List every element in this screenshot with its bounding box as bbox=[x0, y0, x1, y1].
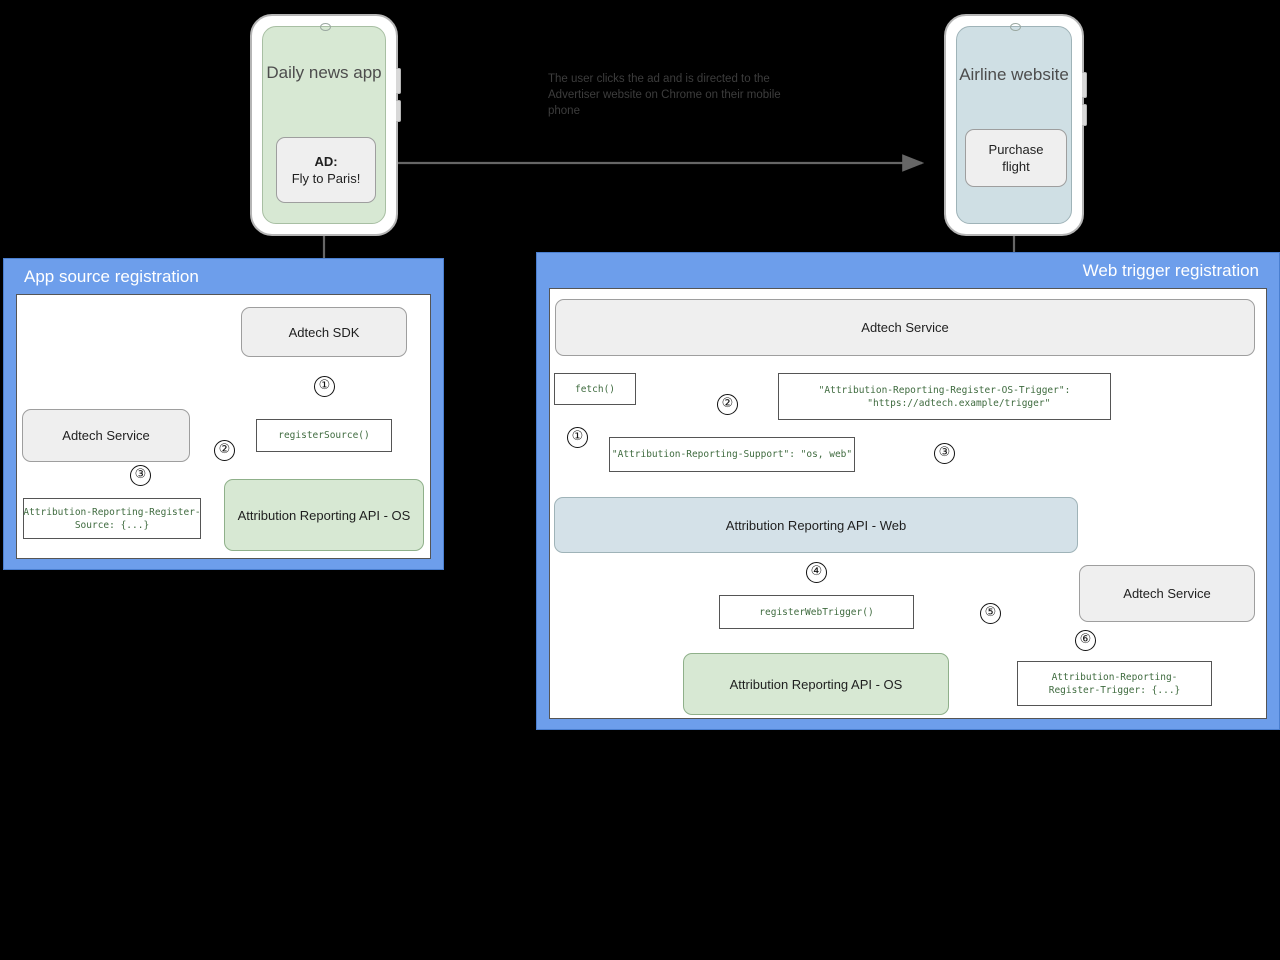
step-marker-2: ② bbox=[214, 440, 235, 461]
phone-right-title: Airline website bbox=[946, 64, 1082, 86]
node-ara-os-right-label: Attribution Reporting API - OS bbox=[729, 676, 903, 692]
step-marker-1-label: ① bbox=[318, 378, 331, 393]
purchase-flight-card[interactable]: Purchase flight bbox=[965, 129, 1067, 187]
phone-left-title-text: Daily news app bbox=[266, 63, 382, 82]
step-marker-r4: ④ bbox=[806, 562, 827, 583]
code-register-web-trigger-text: registerWebTrigger() bbox=[759, 606, 874, 618]
code-register-source-text: registerSource() bbox=[278, 430, 370, 441]
ad-card-text: Fly to Paris! bbox=[291, 171, 361, 186]
phone-side-button-bottom bbox=[396, 100, 401, 122]
phone-left-title: Daily news app bbox=[252, 62, 396, 84]
code-fetch-text: fetch() bbox=[574, 383, 616, 395]
code-os-trigger-header: "Attribution-Reporting-Register-OS-Trigg… bbox=[778, 373, 1111, 420]
step-marker-r2: ② bbox=[717, 394, 738, 415]
phone-right: Airline website Purchase flight bbox=[944, 14, 1087, 236]
node-ara-os-left[interactable]: Attribution Reporting API - OS bbox=[224, 479, 424, 551]
phone-side-button-bottom bbox=[1082, 104, 1087, 126]
step-marker-r4-label: ④ bbox=[810, 564, 823, 579]
code-support-header-text: "Attribution-Reporting-Support": "os, we… bbox=[611, 449, 853, 460]
node-ara-web-label: Attribution Reporting API - Web bbox=[725, 517, 907, 533]
step-marker-r3: ③ bbox=[934, 443, 955, 464]
phone-right-title-text: Airline website bbox=[959, 65, 1069, 84]
code-support-header: "Attribution-Reporting-Support": "os, we… bbox=[609, 437, 855, 472]
flow-caption: The user clicks the ad and is directed t… bbox=[548, 73, 781, 117]
node-ara-web[interactable]: Attribution Reporting API - Web bbox=[554, 497, 1078, 553]
node-adtech-service-bottom-right-label: Adtech Service bbox=[1123, 586, 1211, 601]
step-marker-r2-label: ② bbox=[721, 396, 734, 411]
code-register-trigger-header-text: Attribution-Reporting- Register-Trigger:… bbox=[1048, 671, 1181, 696]
step-marker-3-label: ③ bbox=[134, 467, 147, 482]
node-adtech-service-top-right-label: Adtech Service bbox=[861, 320, 949, 335]
code-fetch: fetch() bbox=[554, 373, 636, 405]
ad-card[interactable]: AD: Fly to Paris! bbox=[276, 137, 376, 203]
node-ara-os-right[interactable]: Attribution Reporting API - OS bbox=[683, 653, 949, 715]
panel-right-title: Web trigger registration bbox=[1082, 261, 1259, 280]
phone-side-button-top bbox=[1082, 72, 1087, 98]
code-os-trigger-header-text: "Attribution-Reporting-Register-OS-Trigg… bbox=[818, 384, 1071, 409]
step-marker-1: ① bbox=[314, 376, 335, 397]
ad-card-label: AD: bbox=[314, 154, 338, 169]
step-marker-r3-label: ③ bbox=[938, 445, 951, 460]
phone-left: Daily news app AD: Fly to Paris! bbox=[250, 14, 401, 236]
step-marker-2-label: ② bbox=[218, 442, 231, 457]
purchase-flight-line1: Purchase bbox=[988, 142, 1044, 157]
code-register-source: registerSource() bbox=[256, 419, 392, 452]
code-register-web-trigger: registerWebTrigger() bbox=[719, 595, 914, 629]
code-register-source-header: Attribution-Reporting-Register- Source: … bbox=[23, 498, 201, 539]
panel-left-title: App source registration bbox=[24, 267, 199, 286]
node-adtech-sdk[interactable]: Adtech SDK bbox=[241, 307, 407, 357]
code-register-trigger-header: Attribution-Reporting- Register-Trigger:… bbox=[1017, 661, 1212, 706]
step-marker-r5: ⑤ bbox=[980, 603, 1001, 624]
phone-camera-icon bbox=[319, 23, 331, 31]
code-register-source-header-text: Attribution-Reporting-Register- Source: … bbox=[23, 506, 201, 531]
step-marker-r1: ① bbox=[567, 427, 588, 448]
step-marker-r6: ⑥ bbox=[1075, 630, 1096, 651]
phone-side-button-top bbox=[396, 68, 401, 94]
node-adtech-service-left-label: Adtech Service bbox=[62, 428, 150, 443]
node-adtech-service-top-right[interactable]: Adtech Service bbox=[555, 299, 1255, 356]
phone-right-screen bbox=[956, 26, 1072, 224]
step-marker-r6-label: ⑥ bbox=[1079, 632, 1092, 647]
purchase-flight-line2: flight bbox=[1002, 159, 1030, 174]
phone-camera-icon bbox=[1009, 23, 1021, 31]
step-marker-r1-label: ① bbox=[571, 429, 584, 444]
step-marker-r5-label: ⑤ bbox=[984, 605, 997, 620]
node-adtech-sdk-label: Adtech SDK bbox=[288, 324, 360, 340]
node-adtech-service-bottom-right[interactable]: Adtech Service bbox=[1079, 565, 1255, 622]
node-ara-os-left-label: Attribution Reporting API - OS bbox=[237, 507, 411, 523]
step-marker-3: ③ bbox=[130, 465, 151, 486]
node-adtech-service-left[interactable]: Adtech Service bbox=[22, 409, 190, 462]
